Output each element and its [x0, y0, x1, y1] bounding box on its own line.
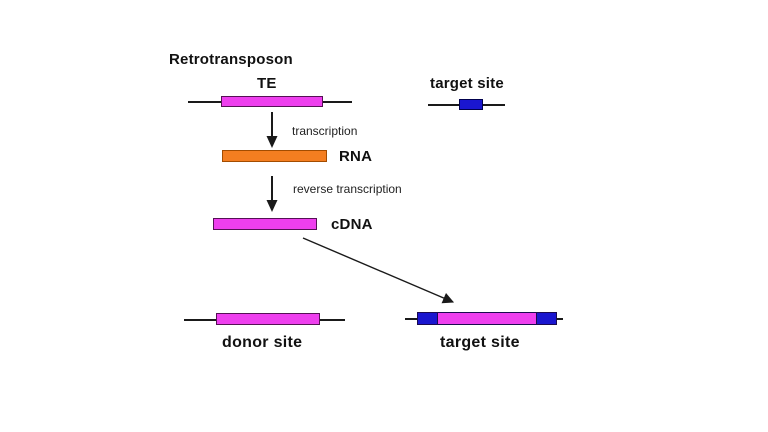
bottom-target-site-label: target site — [440, 334, 520, 351]
target-duplication-left-rect — [418, 313, 437, 324]
top-target-site-label: target site — [430, 75, 504, 92]
transcription-label: transcription — [292, 124, 358, 138]
reverse-transcription-label: reverse transcription — [293, 182, 402, 196]
inserted-te-construct — [417, 312, 557, 325]
transcription-arrow — [266, 112, 278, 148]
diagram-title: Retrotransposon — [169, 51, 293, 68]
inserted-te-rect — [437, 313, 537, 324]
cdna-label: cDNA — [331, 216, 373, 233]
te-element-rect — [221, 96, 323, 107]
integration-arrow — [302, 237, 455, 304]
te-label: TE — [257, 75, 277, 92]
rna-label: RNA — [339, 148, 373, 165]
cdna-rect — [213, 218, 317, 230]
top-target-site-rect — [459, 99, 483, 110]
target-duplication-right-rect — [537, 313, 556, 324]
donor-site-rect — [216, 313, 320, 325]
rna-rect — [222, 150, 327, 162]
reverse-transcription-arrow — [266, 176, 278, 212]
donor-site-label: donor site — [222, 334, 303, 351]
